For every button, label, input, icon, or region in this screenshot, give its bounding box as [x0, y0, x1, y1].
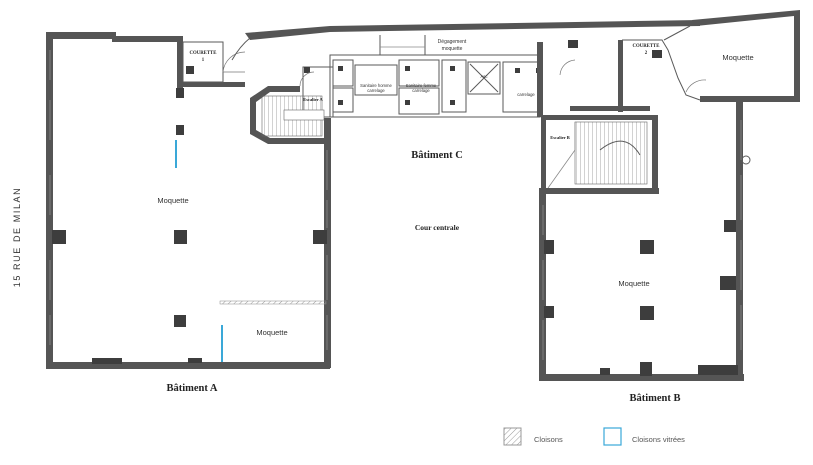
- corridor-walls: [231, 20, 700, 118]
- building-b-moquette: Moquette: [618, 279, 649, 288]
- building-a-walls: [46, 32, 331, 369]
- sanitaire-homme-label-2: carrelage: [367, 88, 385, 93]
- top-right-moquette: Moquette: [722, 53, 753, 62]
- sanitaire-femme-label-2: carrelage: [412, 88, 430, 93]
- building-a-moquette-room: Moquette: [256, 328, 287, 337]
- escalier-b-label: Escalier B: [550, 135, 570, 140]
- stair-b: [541, 115, 658, 190]
- sanitaire-femme-label-1: Sanitaire femme: [406, 83, 437, 88]
- building-a-moquette-main: Moquette: [157, 196, 188, 205]
- carrelage-label: carrelage: [517, 92, 535, 97]
- courette-1-label-1: COURETTE: [190, 51, 217, 56]
- degagement-label-2: moquette: [442, 46, 463, 52]
- building-a-title: Bâtiment A: [166, 383, 217, 394]
- stair-a: [250, 71, 325, 144]
- building-b-title: Bâtiment B: [629, 393, 680, 404]
- courette-2-and-top-right: [622, 10, 800, 102]
- legend-cloisons-vitrees-label: Cloisons vitrées: [632, 435, 685, 444]
- street-label: 15 RUE DE MILAN: [12, 187, 22, 288]
- legend: Cloisons Cloisons vitrées: [503, 427, 685, 446]
- cour-centrale-label: Cour centrale: [415, 223, 460, 232]
- degagement-label-1: Dégagement: [438, 39, 467, 45]
- legend-cloisons-label: Cloisons: [534, 435, 563, 444]
- labels: 15 RUE DE MILAN Bâtiment A Bâtiment B Bâ…: [12, 39, 754, 404]
- building-c-title: Bâtiment C: [411, 150, 463, 161]
- courette-1-label-2: 1: [202, 58, 205, 63]
- escalier-a-label: Escalier A: [303, 97, 323, 102]
- legend-cloisons-vitrees-swatch: [603, 427, 622, 446]
- courette-2-label-1: COURETTE: [633, 44, 660, 49]
- asc-label: Asc: [481, 74, 488, 79]
- courette-2-label-2: 2: [645, 51, 648, 56]
- sanitaire-homme-label-1: Sanitaire homme: [360, 83, 392, 88]
- building-b-walls: [539, 100, 751, 381]
- legend-cloisons-swatch: [503, 427, 522, 446]
